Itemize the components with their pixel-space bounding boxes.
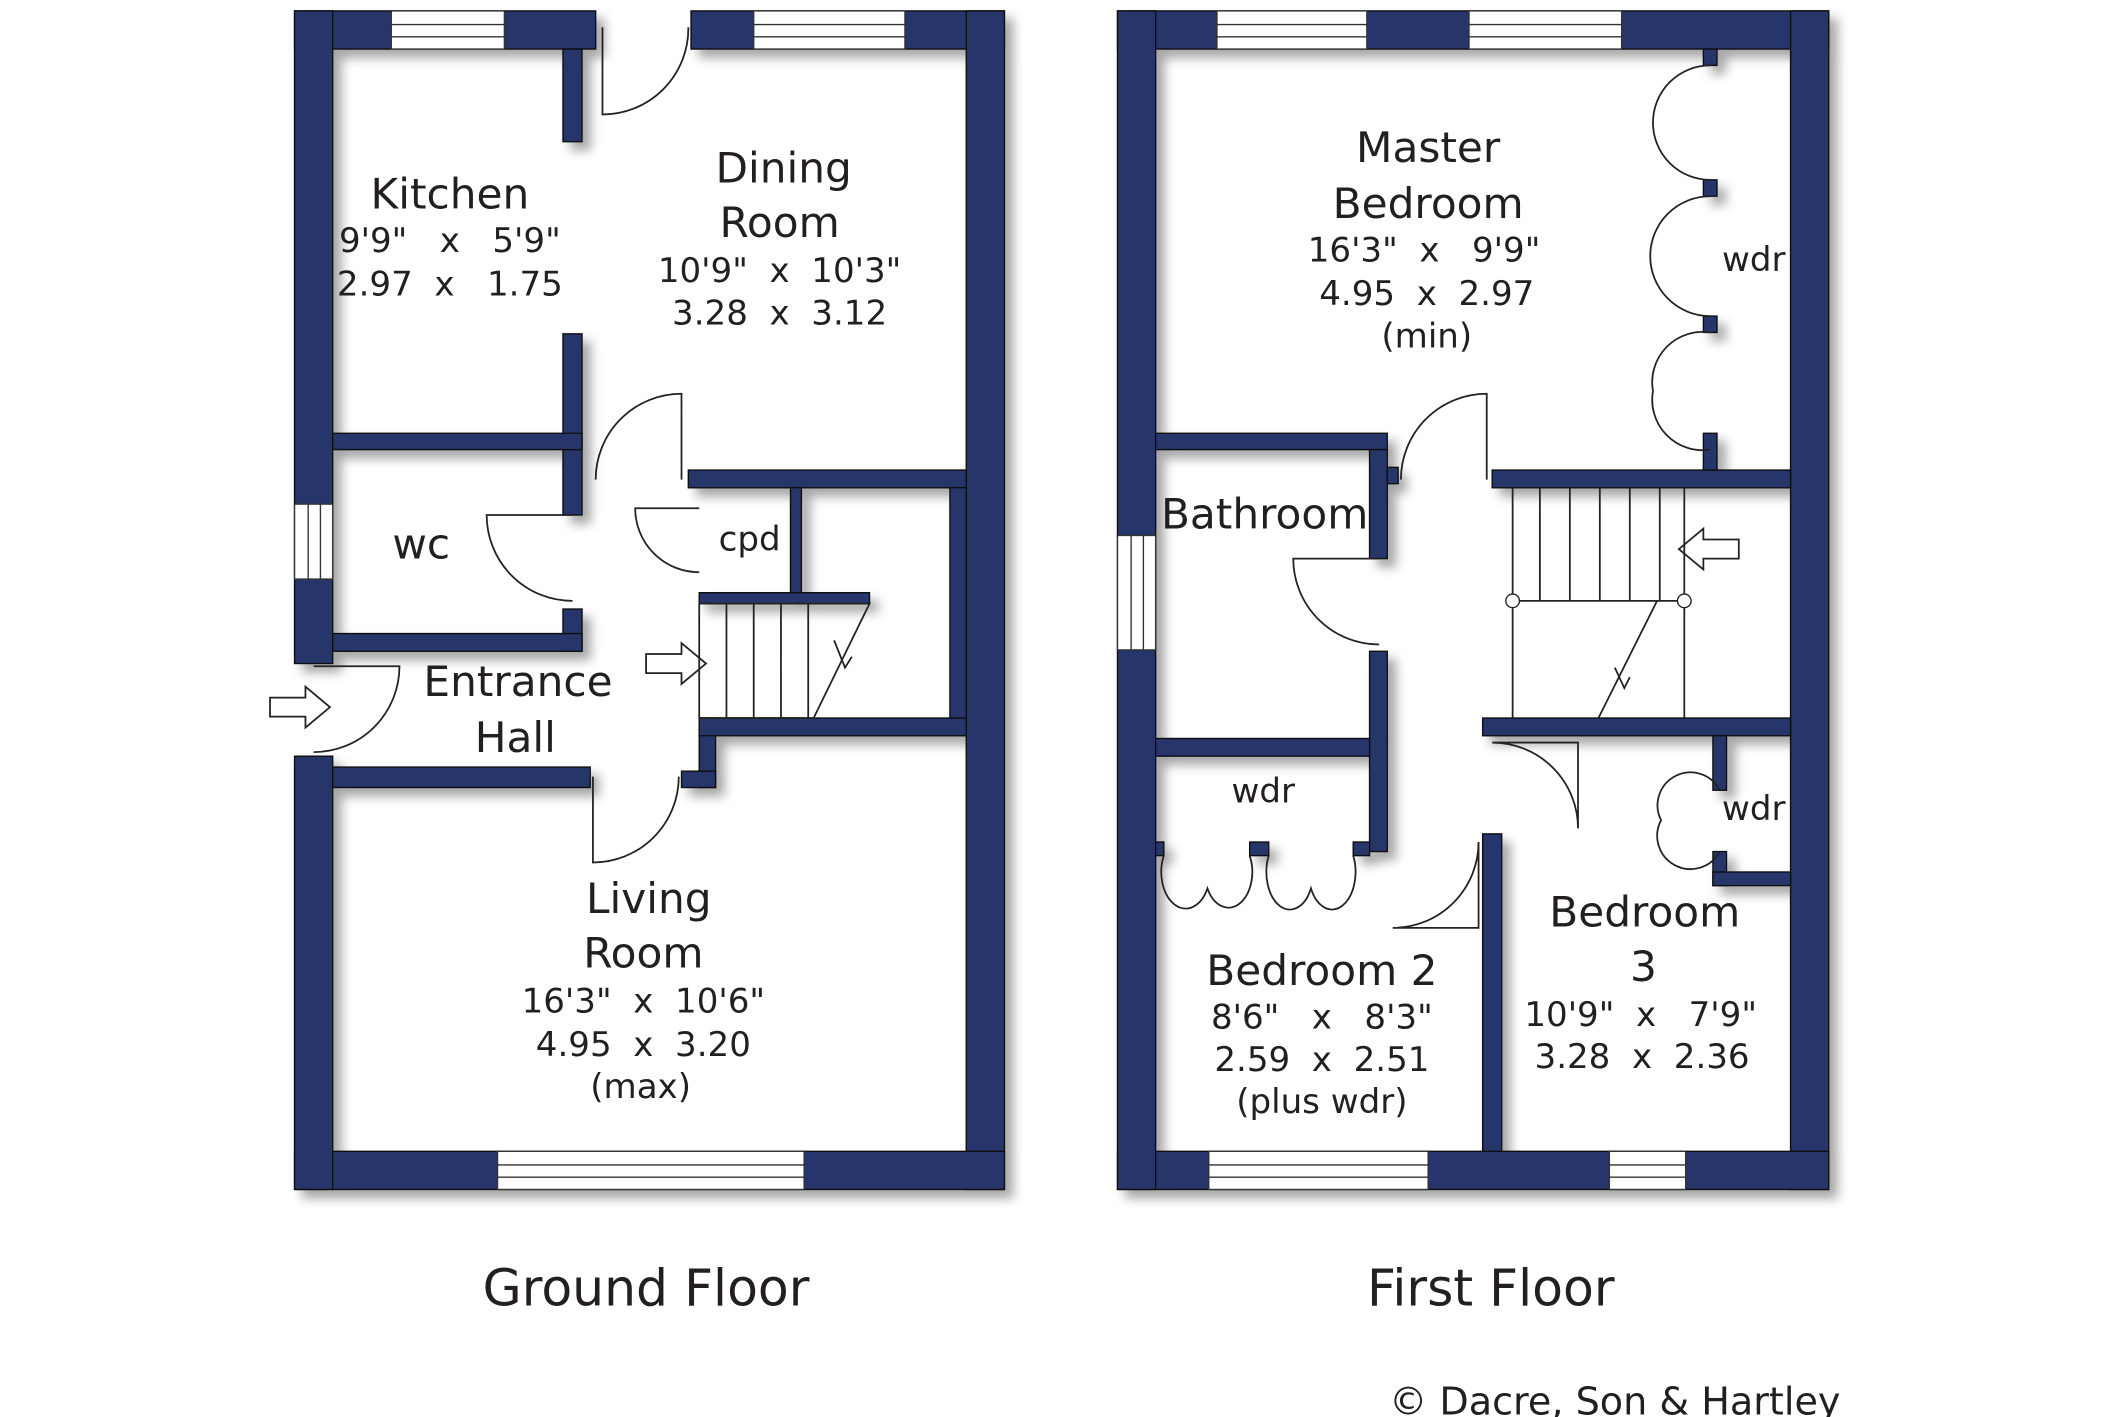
stair-up-arrow-icon <box>645 641 708 686</box>
dining-label-2: Room <box>719 198 839 247</box>
entrance-arrow-icon <box>269 684 332 730</box>
bedroom2-metric: 2.59 x 2.51 <box>1214 1040 1429 1080</box>
ground-floor-doors <box>269 27 871 864</box>
dining-metric: 3.28 x 3.12 <box>672 293 887 333</box>
cpd-label: cpd <box>719 519 781 559</box>
kitchen-label: Kitchen <box>371 169 530 218</box>
ground-floor-title: Ground Floor <box>483 1258 810 1317</box>
bedroom3-metric: 3.28 x 2.36 <box>1535 1037 1750 1077</box>
ground-floor-plan <box>293 10 1006 1191</box>
master-label-2: Bedroom <box>1333 179 1524 228</box>
kitchen-metric: 2.97 x 1.75 <box>337 265 563 305</box>
first-floor-title: First Floor <box>1367 1258 1615 1317</box>
hall-label-1: Entrance <box>423 657 612 706</box>
master-note: (min) <box>1381 316 1472 356</box>
bedroom2-wardrobe-label: wdr <box>1232 772 1295 812</box>
bedroom3-label-2: 3 <box>1630 942 1657 991</box>
dining-label-1: Dining <box>716 144 852 193</box>
bathroom-label: Bathroom <box>1161 490 1368 539</box>
master-metric: 4.95 x 2.97 <box>1319 274 1534 314</box>
wc-label: wc <box>392 520 450 569</box>
first-floor-labels: Master Bedroom 16'3" x 9'9" 4.95 x 2.97 … <box>1161 123 1786 1317</box>
first-floor-doors <box>1160 64 1740 929</box>
kitchen-imperial: 9'9" x 5'9" <box>339 221 561 261</box>
master-wardrobe-label: wdr <box>1722 240 1785 280</box>
copyright-text: © Dacre, Son & Hartley <box>1389 1379 1840 1417</box>
living-label-1: Living <box>586 874 712 923</box>
hall-label-2: Hall <box>475 713 556 762</box>
living-note: (max) <box>590 1067 691 1107</box>
living-label-2: Room <box>583 928 703 977</box>
stair-down-arrow-icon <box>1677 526 1740 572</box>
master-imperial: 16'3" x 9'9" <box>1308 231 1541 271</box>
living-imperial: 16'3" x 10'6" <box>522 981 765 1021</box>
bedroom2-imperial: 8'6" x 8'3" <box>1211 998 1433 1038</box>
first-floor-windows <box>1116 10 1687 1191</box>
ground-floor-windows <box>293 10 906 1191</box>
master-label-1: Master <box>1356 123 1501 172</box>
dining-imperial: 10'9" x 10'3" <box>658 251 901 291</box>
ground-floor-labels: Kitchen 9'9" x 5'9" 2.97 x 1.75 Dining R… <box>337 144 901 1318</box>
bedroom3-label-1: Bedroom <box>1549 887 1740 936</box>
bedroom2-note: (plus wdr) <box>1236 1082 1407 1122</box>
living-metric: 4.95 x 3.20 <box>536 1025 751 1065</box>
bedroom3-imperial: 10'9" x 7'9" <box>1524 995 1757 1035</box>
bedroom3-wardrobe-label: wdr <box>1722 789 1785 829</box>
bedroom2-label: Bedroom 2 <box>1206 946 1437 995</box>
